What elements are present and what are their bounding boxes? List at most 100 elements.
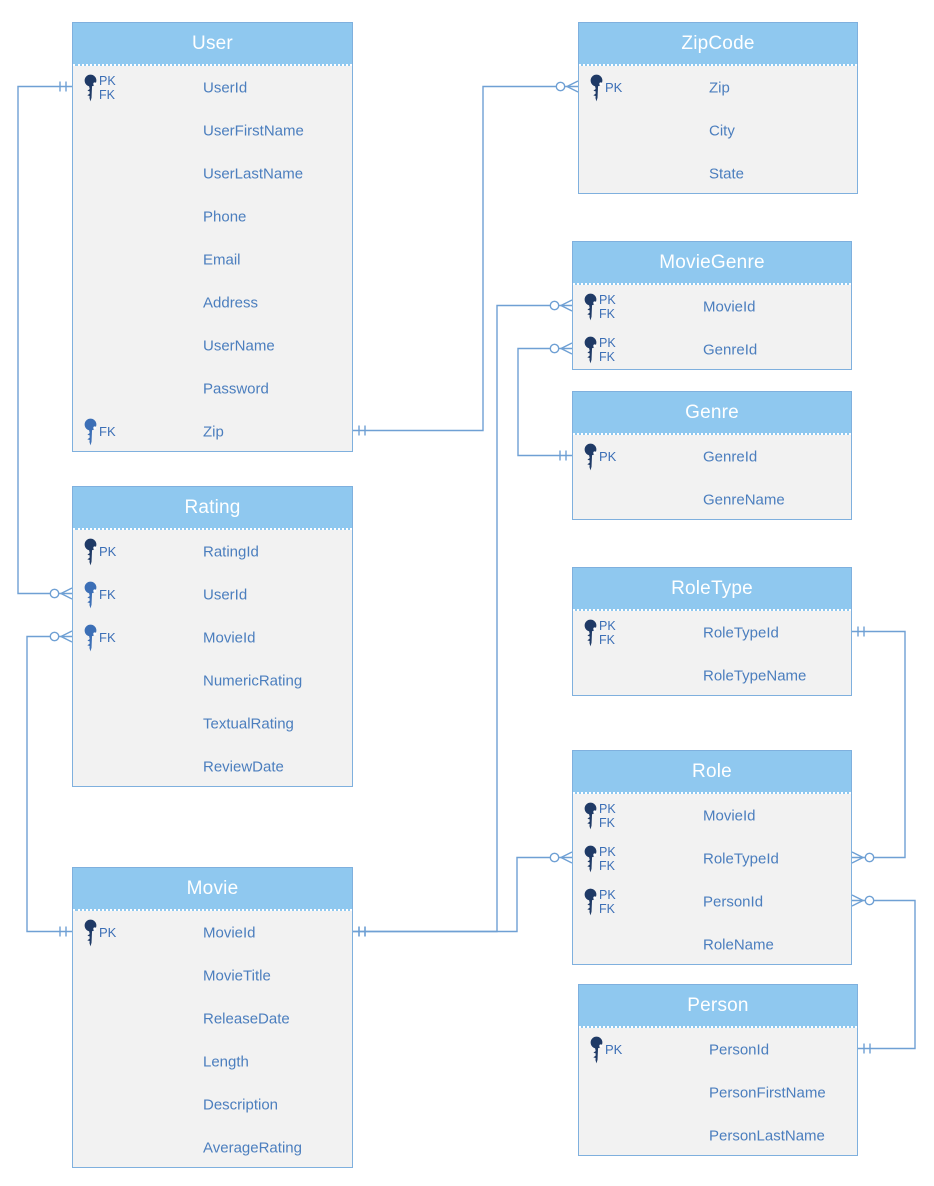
- key-labels: PK: [599, 449, 616, 464]
- field-row-password: Password: [73, 367, 352, 410]
- field-row-ratingid: PK RatingId: [73, 530, 352, 573]
- primary-key-icon: [583, 802, 598, 830]
- key-label: PK: [99, 73, 116, 88]
- primary-key-icon: [589, 74, 604, 102]
- field-row-releasedate: ReleaseDate: [73, 997, 352, 1040]
- key-label: FK: [599, 901, 615, 916]
- key-label: PK: [599, 335, 616, 350]
- field-row-description: Description: [73, 1083, 352, 1126]
- key-labels: PK: [99, 925, 116, 940]
- field-row-phone: Phone: [73, 195, 352, 238]
- entity-header: ZipCode: [579, 23, 857, 66]
- key-labels: FK: [99, 630, 116, 645]
- field-name: UserId: [203, 79, 248, 96]
- entity-header: Genre: [573, 392, 851, 435]
- primary-key-icon: [83, 538, 98, 566]
- field-row-movieid: PK MovieId: [73, 911, 352, 954]
- primary-key-icon: [583, 336, 598, 364]
- field-row-userfirstname: UserFirstName: [73, 109, 352, 152]
- entity-title: ZipCode: [681, 32, 755, 54]
- connector-user.userid-to-rating.userid: [17, 81, 73, 600]
- field-row-email: Email: [73, 238, 352, 281]
- key-label: FK: [599, 306, 615, 321]
- field-name: GenreName: [703, 491, 785, 508]
- field-row-genrename: GenreName: [573, 478, 851, 521]
- field-name: RoleTypeId: [703, 850, 779, 867]
- field-name: UserId: [203, 586, 248, 603]
- key-label: PK: [599, 844, 616, 859]
- connector-movie.movieid-to-role.movieid: [353, 851, 573, 937]
- field-name: Password: [203, 380, 269, 397]
- field-row-movieid: FK MovieId: [73, 616, 352, 659]
- key-label: FK: [99, 424, 116, 439]
- entity-title: Rating: [184, 496, 241, 518]
- key-label: FK: [99, 630, 116, 645]
- primary-key-icon: [583, 888, 598, 916]
- field-row-personlastname: PersonLastName: [579, 1114, 857, 1157]
- field-name: NumericRating: [203, 672, 303, 689]
- foreign-key-icon: [83, 581, 98, 609]
- field-name: MovieTitle: [203, 967, 271, 984]
- primary-key-icon: [583, 845, 598, 873]
- entity-header: Movie: [73, 868, 352, 911]
- field-row-userid: FK UserId: [73, 573, 352, 616]
- entity-header: Rating: [73, 487, 352, 530]
- key-label: PK: [599, 801, 616, 816]
- entity-title: Genre: [685, 401, 739, 423]
- field-name: RoleTypeName: [703, 667, 807, 684]
- field-name: ReleaseDate: [203, 1010, 290, 1027]
- primary-key-icon: [83, 74, 98, 102]
- field-row-roletypename: RoleTypeName: [573, 654, 851, 697]
- connector-moviegenre.genreid-to-genre.genreid: [517, 342, 573, 461]
- field-row-numericrating: NumericRating: [73, 659, 352, 702]
- field-row-city: City: [579, 109, 857, 152]
- field-name: MovieId: [203, 924, 256, 941]
- field-row-userlastname: UserLastName: [73, 152, 352, 195]
- field-name: Description: [203, 1096, 279, 1113]
- field-name: GenreId: [703, 341, 758, 358]
- entity-header: Role: [573, 751, 851, 794]
- key-label: PK: [599, 449, 617, 464]
- key-label: FK: [599, 632, 615, 647]
- key-labels: PK: [99, 544, 116, 559]
- key-label: FK: [99, 587, 116, 602]
- field-name: RatingId: [203, 543, 259, 560]
- field-row-username: UserName: [73, 324, 352, 367]
- key-label: PK: [605, 1042, 623, 1057]
- primary-key-icon: [583, 619, 598, 647]
- field-row-textualrating: TextualRating: [73, 702, 352, 745]
- primary-key-icon: [583, 293, 598, 321]
- entity-title: User: [192, 32, 233, 54]
- field-name: MovieId: [203, 629, 256, 646]
- key-cell: PK: [589, 1036, 622, 1064]
- key-cell: PK: [83, 919, 116, 947]
- key-label: PK: [99, 544, 117, 559]
- field-row-address: Address: [73, 281, 352, 324]
- field-name: Phone: [203, 208, 247, 225]
